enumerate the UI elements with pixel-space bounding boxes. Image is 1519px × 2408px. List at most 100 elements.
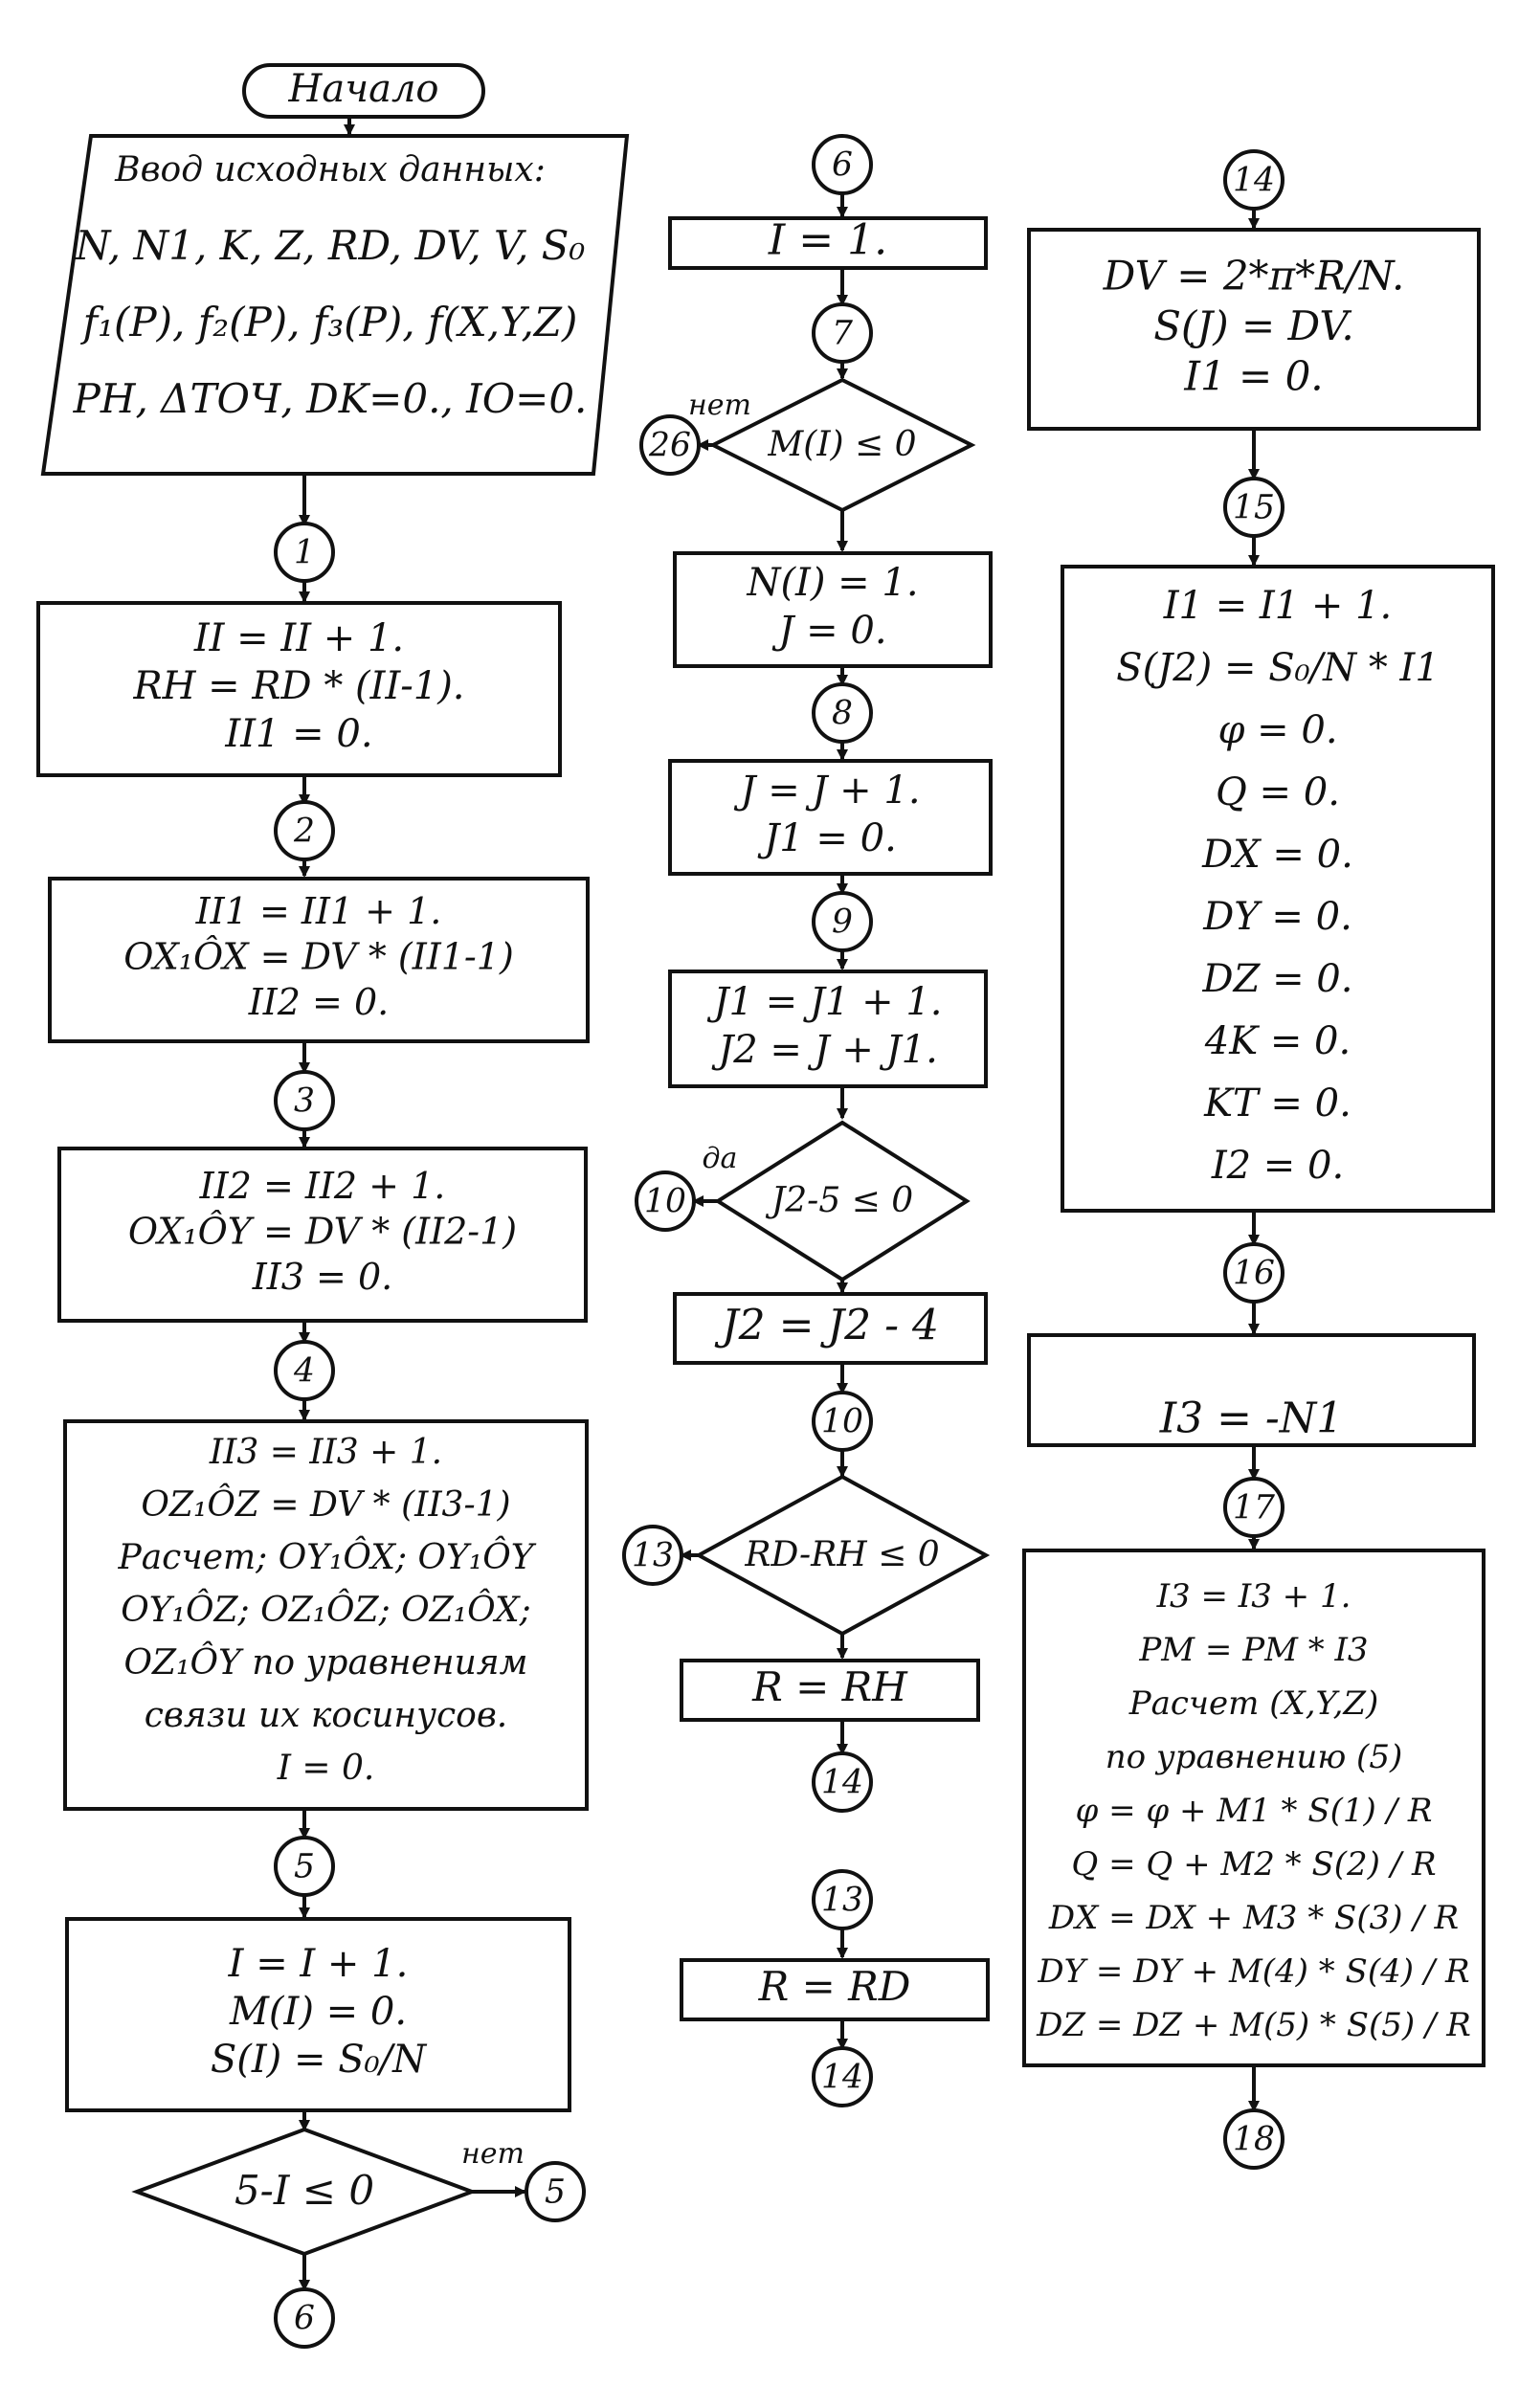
process-line: J = J + 1. xyxy=(733,769,920,813)
decision-diamond xyxy=(708,377,976,513)
process-line: J2 = J2 - 4 xyxy=(714,1302,939,1350)
process-block-b2: II1 = II1 + 1.OX₁ÔX = DV * (II1-1)II2 = … xyxy=(48,877,590,1043)
connector-circle xyxy=(274,2287,335,2349)
process-line: M(I) = 0. xyxy=(229,1990,407,2034)
process-line: II2 = II2 + 1. xyxy=(199,1165,446,1207)
terminal-shape xyxy=(242,63,485,119)
connector-circle xyxy=(812,1391,873,1452)
connector-label: 3 xyxy=(294,1082,315,1121)
connector-label: 18 xyxy=(1233,2121,1275,2159)
connector-c15: 15 xyxy=(1223,477,1284,538)
connector-circle xyxy=(812,302,873,364)
decision-d4: RD-RH ≤ 0 xyxy=(694,1474,991,1637)
process-line: II3 = 0. xyxy=(252,1256,392,1298)
connector-label: 5 xyxy=(545,2174,566,2212)
edge-label-no_2: нет xyxy=(688,389,751,422)
process-line: I = 1. xyxy=(768,216,887,265)
process-block-m4: J1 = J1 + 1.J2 = J + J1. xyxy=(668,970,988,1088)
connector-c6_top: 6 xyxy=(812,134,873,195)
process-line: I2 = 0. xyxy=(1211,1144,1344,1188)
connector-label: 10 xyxy=(644,1183,686,1221)
process-box xyxy=(48,877,590,1043)
connector-label: 10 xyxy=(821,1403,863,1441)
connector-c18: 18 xyxy=(1223,2108,1284,2170)
connector-label: 26 xyxy=(648,427,691,465)
connector-circle xyxy=(812,1869,873,1930)
connector-c26: 26 xyxy=(639,414,701,476)
connector-label: 6 xyxy=(294,2300,315,2338)
connector-c3: 3 xyxy=(274,1070,335,1131)
connector-label: 8 xyxy=(832,695,853,733)
edge-label-no_1: нет xyxy=(461,2137,525,2171)
process-line: R = RD xyxy=(758,1963,911,2010)
connector-label: 13 xyxy=(821,1882,863,1920)
process-line: J2 = J + J1. xyxy=(711,1028,938,1072)
process-line: II3 = II3 + 1. xyxy=(209,1433,442,1472)
process-line: I = 0. xyxy=(277,1749,375,1788)
connector-label: 13 xyxy=(632,1537,674,1575)
process-box xyxy=(63,1419,589,1811)
input-line: N, N1, K, Z, RD, DV, V, S₀ xyxy=(75,222,586,269)
connector-circle xyxy=(622,1525,683,1586)
process-line: I3 = -N1 xyxy=(1159,1394,1344,1443)
process-line: PM = PM * I3 xyxy=(1138,1631,1368,1669)
connector-label: 17 xyxy=(1233,1489,1275,1527)
process-line: J1 = 0. xyxy=(757,816,897,860)
process-line: DY = DY + M(4) * S(4) / R xyxy=(1037,1952,1469,1991)
connector-label: 5 xyxy=(294,1848,315,1886)
connector-c16: 16 xyxy=(1223,1242,1284,1304)
process-line: Q = 0. xyxy=(1216,770,1340,814)
connector-c14_a: 14 xyxy=(812,1751,873,1813)
connector-label: 16 xyxy=(1233,1255,1275,1293)
connector-c5: 5 xyxy=(274,1836,335,1897)
process-box xyxy=(57,1147,588,1323)
connector-c4: 4 xyxy=(274,1340,335,1401)
input-line: Ввод исходных данных: xyxy=(114,150,546,190)
connector-c1: 1 xyxy=(274,522,335,583)
connector-circle xyxy=(1223,2108,1284,2170)
decision-d2: M(I) ≤ 0 xyxy=(708,377,976,513)
process-box xyxy=(65,1917,571,2112)
process-line: DY = 0. xyxy=(1202,895,1352,939)
process-line: I3 = I3 + 1. xyxy=(1156,1577,1351,1616)
process-block-r1: DV = 2*π*R/N.S(J) = DV.I1 = 0. xyxy=(1027,228,1481,431)
process-box xyxy=(668,759,993,876)
process-line: S(J) = DV. xyxy=(1153,302,1354,349)
process-line: R = RH xyxy=(751,1663,908,1710)
process-box xyxy=(36,601,562,777)
process-block-r3: I3 = -N1 xyxy=(1027,1333,1476,1447)
connector-c2: 2 xyxy=(274,800,335,861)
connector-circle xyxy=(274,1836,335,1897)
process-box xyxy=(680,1659,980,1722)
decision-diamond xyxy=(714,1120,971,1282)
connector-label: 6 xyxy=(832,146,853,185)
decision-label: M(I) ≤ 0 xyxy=(767,425,916,464)
connector-c14_top: 14 xyxy=(1223,149,1284,211)
start-terminal: Начало xyxy=(242,63,485,119)
connector-c7: 7 xyxy=(812,302,873,364)
process-line: Расчет (X,Y,Z) xyxy=(1128,1684,1379,1723)
connector-label: 14 xyxy=(821,1764,863,1802)
process-line: KT = 0. xyxy=(1203,1081,1351,1126)
process-block-m7: R = RD xyxy=(680,1958,990,2021)
process-line: OZ₁ÔZ = DV * (II3-1) xyxy=(141,1484,510,1525)
process-line: J = 0. xyxy=(771,609,886,653)
connector-circle xyxy=(812,1751,873,1813)
process-line: S(J2) = S₀/N * I1 xyxy=(1116,646,1440,690)
edge-label-yes_1: да xyxy=(703,1142,738,1175)
connector-c13_side: 13 xyxy=(622,1525,683,1586)
decision-label: 5-I ≤ 0 xyxy=(235,2167,374,2214)
connector-label: 15 xyxy=(1233,489,1275,527)
connector-c14_b: 14 xyxy=(812,2046,873,2107)
connector-c10_side: 10 xyxy=(635,1171,696,1232)
connector-c10: 10 xyxy=(812,1391,873,1452)
process-line: I1 = I1 + 1. xyxy=(1163,584,1393,628)
process-block-m1: I = 1. xyxy=(668,216,988,270)
connector-circle xyxy=(274,1070,335,1131)
process-line: DX = 0. xyxy=(1201,833,1353,877)
process-line: S(I) = S₀/N xyxy=(211,2038,428,2082)
connector-label: 4 xyxy=(293,1352,315,1391)
decision-diamond xyxy=(694,1474,991,1637)
process-block-b3: II2 = II2 + 1.OX₁ÔY = DV * (II2-1)II3 = … xyxy=(57,1147,588,1323)
